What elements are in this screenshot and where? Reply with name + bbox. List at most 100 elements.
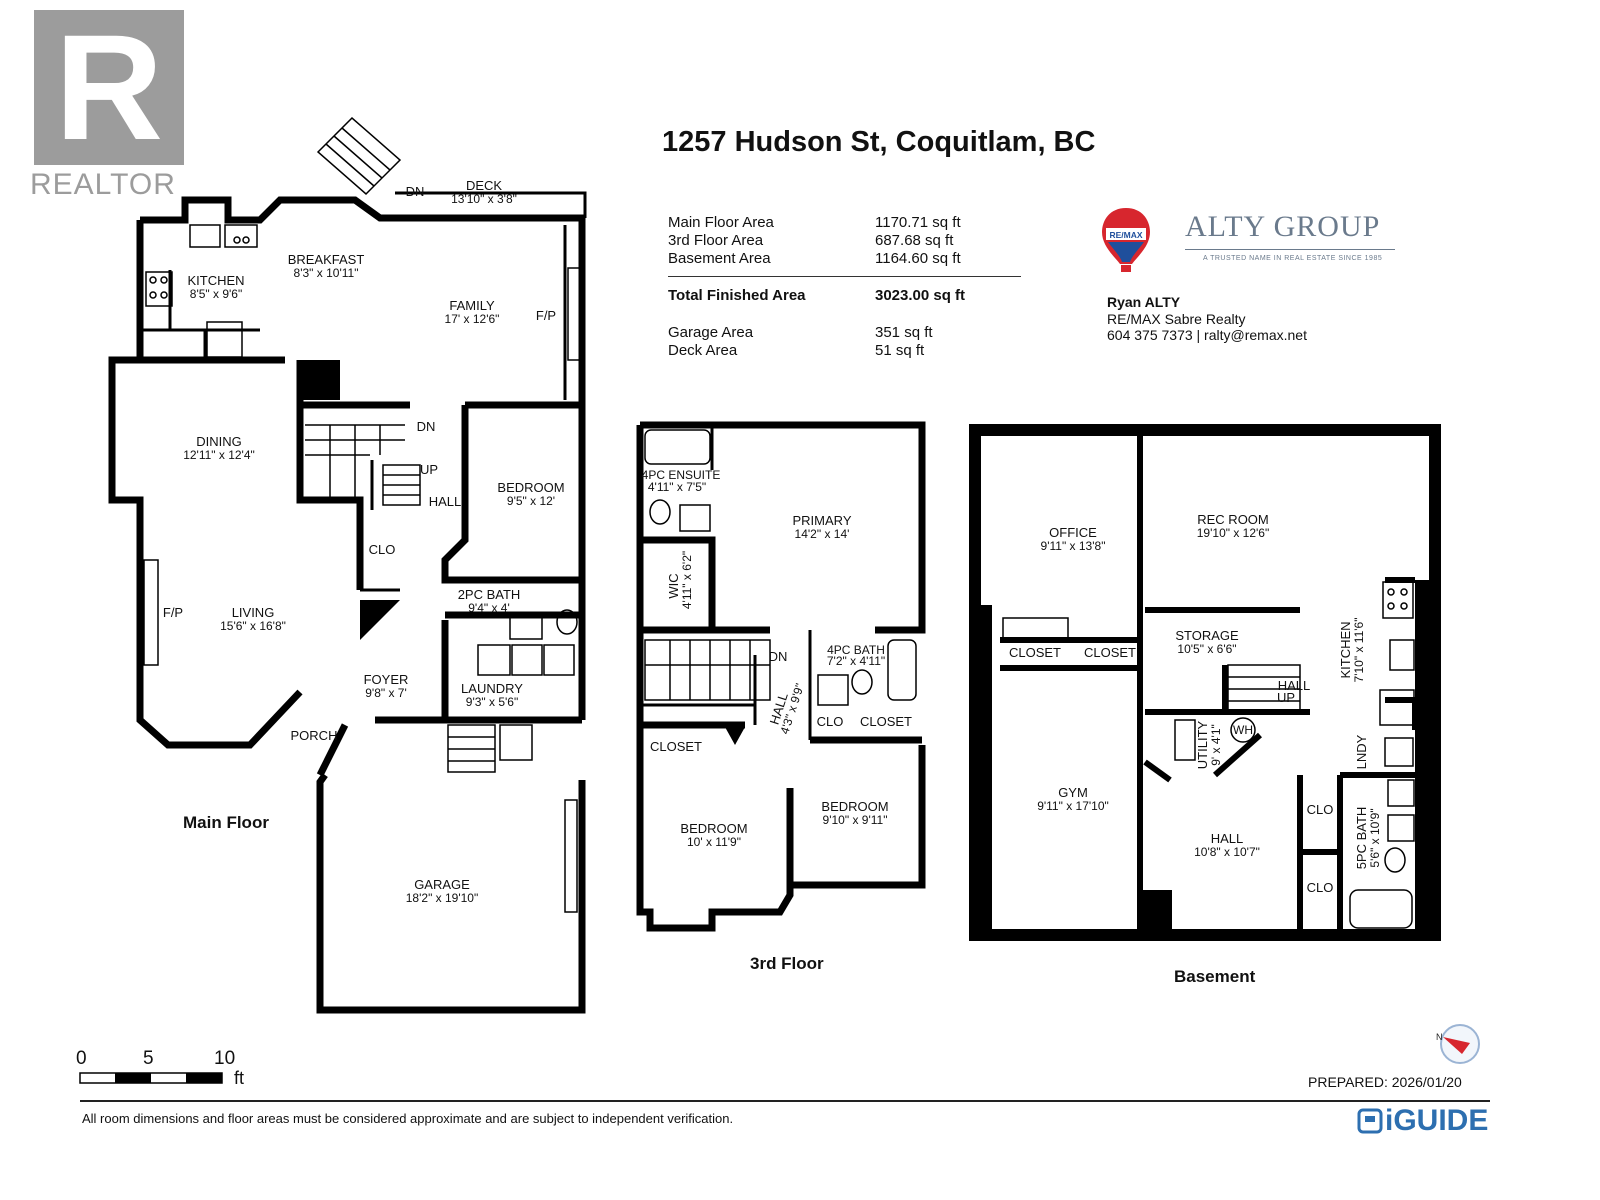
area-label: Main Floor Area bbox=[668, 214, 774, 231]
closet-label: CLOSET bbox=[860, 714, 912, 729]
remax-text: RE/MAX bbox=[1109, 230, 1142, 240]
room-name: BEDROOM bbox=[821, 799, 888, 814]
closet-label: CLO bbox=[369, 542, 396, 557]
bath-laundry-fixtures-icon bbox=[477, 609, 578, 676]
area-label: 3rd Floor Area bbox=[668, 232, 764, 249]
wall-corner-fill bbox=[360, 600, 400, 640]
main-floor-details bbox=[143, 116, 581, 913]
area-value: 51 sq ft bbox=[875, 342, 925, 359]
total-label: Total Finished Area bbox=[668, 287, 806, 304]
area-label: Basement Area bbox=[668, 250, 771, 267]
room-dimensions: 9'5" x 12' bbox=[507, 494, 555, 508]
third-floor-inner bbox=[640, 425, 812, 740]
water-heater-label: WH bbox=[1233, 723, 1253, 737]
realtor-logo-mark: R bbox=[54, 3, 164, 171]
room-dimensions: 12'11" x 12'4" bbox=[183, 448, 255, 462]
stairs-icon bbox=[305, 424, 421, 506]
room-name: DECK bbox=[466, 178, 502, 193]
room-dimensions: 13'10" x 3'8" bbox=[451, 192, 517, 206]
porch-label: PORCH bbox=[291, 728, 338, 743]
hall-label: HALL bbox=[429, 494, 462, 509]
third-floor-walls bbox=[636, 421, 926, 932]
room-name: WIC bbox=[666, 573, 681, 598]
room-name: 2PC BATH bbox=[458, 587, 521, 602]
basement-wall-fill bbox=[1415, 580, 1440, 935]
room-name: REC ROOM bbox=[1197, 512, 1269, 527]
room-dimensions: 9'11" x 17'10" bbox=[1037, 799, 1109, 813]
room-name: UTILITY bbox=[1195, 720, 1210, 769]
alty-group-logo: ALTY GROUP bbox=[1185, 210, 1381, 243]
realtor-wordmark: REALTOR bbox=[30, 168, 176, 201]
room-dimensions: 7'10" x 11'6" bbox=[1352, 618, 1366, 683]
realtor-logo: R bbox=[34, 10, 184, 165]
agent-name: Ryan ALTY bbox=[1107, 294, 1181, 310]
room-name: KITCHEN bbox=[1338, 621, 1353, 678]
room-name: GYM bbox=[1058, 785, 1088, 800]
room-dimensions: 8'5" x 9'6" bbox=[190, 287, 242, 301]
closet-label: CLO bbox=[1307, 802, 1334, 817]
room-name: DINING bbox=[196, 434, 242, 449]
prepared-date: PREPARED: 2026/01/20 bbox=[1308, 1074, 1462, 1090]
kitchen-appliances-icon bbox=[143, 224, 581, 913]
area-divider bbox=[668, 276, 1021, 277]
room-dimensions: 15'6" x 16'8" bbox=[220, 619, 286, 633]
scale-bar bbox=[79, 1072, 223, 1084]
room-dimensions: 9'10" x 9'11" bbox=[823, 813, 888, 827]
garage-steps-icon bbox=[447, 724, 533, 773]
bath-fixtures-icon bbox=[644, 429, 917, 706]
stair-direction-label: DN bbox=[769, 649, 788, 664]
wall-corner-fill bbox=[725, 727, 745, 745]
room-dimensions: 17' x 12'6" bbox=[445, 312, 500, 326]
main-floor-inner bbox=[140, 191, 587, 592]
scale-tick-label: 10 bbox=[214, 1048, 236, 1069]
room-name: KITCHEN bbox=[187, 273, 244, 288]
room-name: BEDROOM bbox=[680, 821, 747, 836]
area-label: Deck Area bbox=[668, 342, 738, 359]
stair-direction-label: DN bbox=[417, 419, 436, 434]
room-name: 4PC ENSUITE bbox=[642, 468, 721, 482]
basement-wall-fill bbox=[970, 605, 992, 935]
total-value: 3023.00 sq ft bbox=[875, 287, 966, 304]
area-value: 687.68 sq ft bbox=[875, 232, 954, 249]
room-dimensions: 4'11" x 6'2" bbox=[680, 551, 694, 609]
room-name: HALL bbox=[1211, 831, 1244, 846]
area-value: 351 sq ft bbox=[875, 324, 933, 341]
basement-label: Basement bbox=[1174, 967, 1256, 986]
closet-label: CLOSET bbox=[650, 739, 702, 754]
room-dimensions: 5'6" x 10'9" bbox=[1368, 808, 1382, 867]
stair-direction-label: UP bbox=[1277, 690, 1295, 705]
room-dimensions: 8'3" x 10'11" bbox=[294, 266, 359, 280]
room-dimensions: 9' x 4'1" bbox=[1209, 724, 1223, 766]
third-floor-labels: 4PC ENSUITE 4'11" x 7'5" PRIMARY 14'2" x… bbox=[642, 468, 912, 849]
deck-stairs-icon bbox=[316, 116, 402, 196]
basement-details bbox=[970, 580, 1440, 935]
area-value: 1170.71 sq ft bbox=[875, 214, 961, 231]
stairs-icon bbox=[1174, 664, 1301, 761]
basement-wall-fill bbox=[1142, 890, 1172, 932]
compass-north-label: N bbox=[1436, 1032, 1443, 1042]
room-name: LIVING bbox=[232, 605, 275, 620]
laundry-label: LNDY bbox=[1354, 734, 1369, 769]
fireplace-chimney bbox=[300, 360, 340, 400]
basement-labels: OFFICE 9'11" x 13'8" REC ROOM 19'10" x 1… bbox=[1009, 512, 1382, 895]
room-name: PRIMARY bbox=[793, 513, 852, 528]
stair-direction-label: DN bbox=[406, 184, 425, 199]
iguide-logo: iGUIDE bbox=[1385, 1104, 1489, 1137]
basement-fixtures-icon bbox=[1002, 581, 1415, 929]
footer-divider bbox=[80, 1100, 1490, 1102]
room-dimensions: 9'11" x 13'8" bbox=[1041, 539, 1106, 553]
main-floor-labels: DECK 13'10" x 3'8" DN BREAKFAST 8'3" x 1… bbox=[163, 178, 565, 905]
property-address-title: 1257 Hudson St, Coquitlam, BC bbox=[662, 126, 1096, 158]
room-name: STORAGE bbox=[1175, 628, 1239, 643]
scale-tick-label: 0 bbox=[76, 1048, 87, 1069]
closet-label: CLO bbox=[1307, 880, 1334, 895]
closet-label: CLO bbox=[817, 714, 844, 729]
disclaimer-text: All room dimensions and floor areas must… bbox=[82, 1111, 734, 1126]
room-dimensions: 9'4" x 4' bbox=[468, 601, 510, 615]
agent-contact[interactable]: 604 375 7373 | ralty@remax.net bbox=[1107, 327, 1307, 343]
main-floor-label: Main Floor bbox=[183, 813, 269, 832]
closet-label: CLOSET bbox=[1084, 645, 1136, 660]
room-dimensions: 9'8" x 7' bbox=[365, 686, 407, 700]
agent-company: RE/MAX Sabre Realty bbox=[1107, 311, 1246, 327]
